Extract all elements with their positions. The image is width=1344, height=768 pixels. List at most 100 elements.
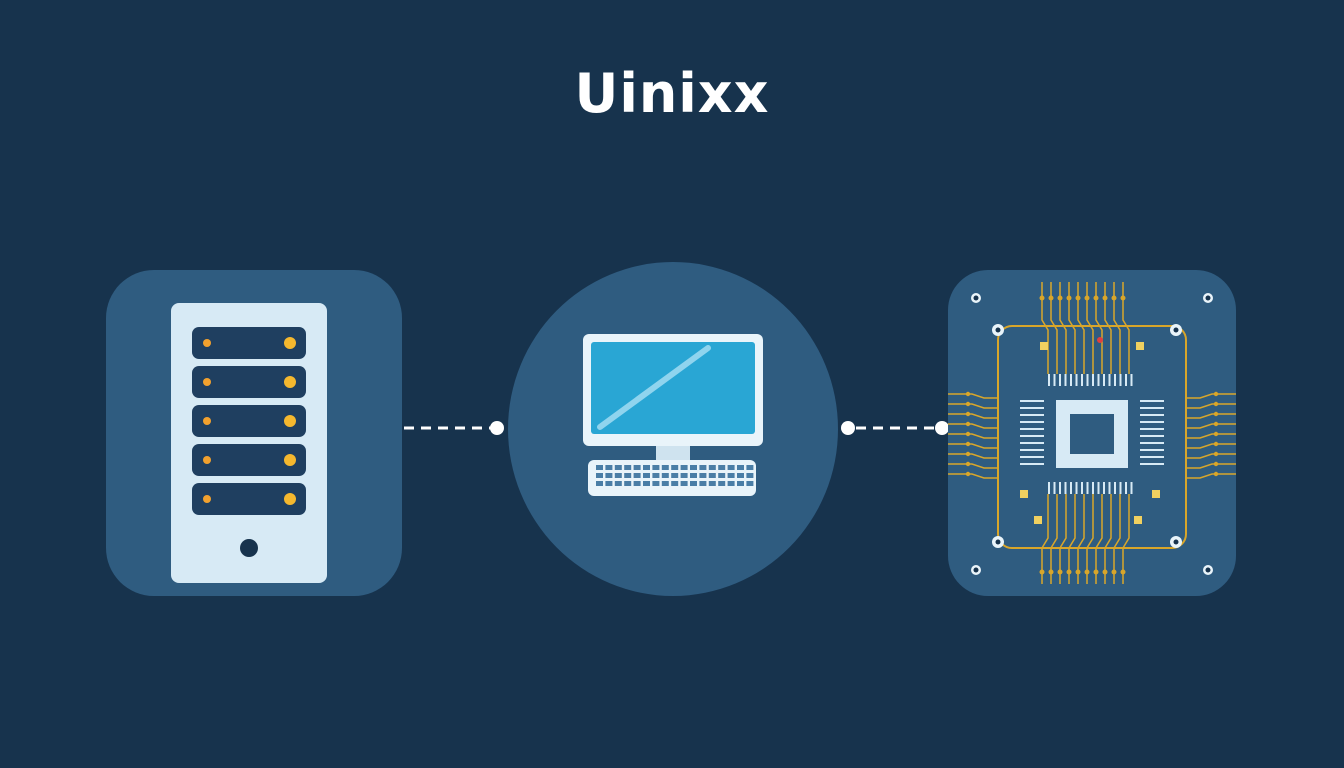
circuit-trace bbox=[1086, 282, 1094, 374]
keyboard-key bbox=[661, 473, 669, 478]
trace-pad bbox=[1120, 295, 1126, 301]
circuit-trace bbox=[1186, 403, 1236, 409]
circuit-trace bbox=[1077, 282, 1085, 374]
trace-pad bbox=[1084, 569, 1090, 575]
trace-pad bbox=[1111, 295, 1117, 301]
keyboard-key bbox=[718, 465, 726, 470]
chip-pin bbox=[1092, 482, 1094, 494]
circuit-trace bbox=[1186, 423, 1236, 429]
keyboard-key bbox=[708, 473, 716, 478]
keyboard-key bbox=[746, 473, 754, 478]
chip-pin bbox=[1020, 449, 1044, 451]
chip-pin bbox=[1020, 463, 1044, 465]
trace-pad bbox=[965, 461, 971, 467]
trace-pad bbox=[1213, 391, 1219, 397]
circuit-trace bbox=[1104, 494, 1112, 584]
trace-pad bbox=[1213, 451, 1219, 457]
mounting-hole-center bbox=[973, 295, 979, 301]
keyboard-key bbox=[624, 465, 632, 470]
keyboard-key bbox=[652, 465, 660, 470]
chip-pin bbox=[1130, 374, 1133, 386]
chip-pin bbox=[1119, 374, 1122, 386]
circuit-trace bbox=[1059, 282, 1067, 374]
circuit-trace bbox=[948, 423, 998, 429]
chip-pin bbox=[1020, 428, 1044, 430]
trace-pad bbox=[965, 471, 971, 477]
chip-pin bbox=[1086, 374, 1089, 386]
keyboard-key bbox=[643, 481, 650, 486]
chip-pin bbox=[1092, 374, 1094, 386]
server-led-left bbox=[203, 378, 211, 386]
keyboard-key bbox=[671, 465, 679, 470]
trace-pad bbox=[1111, 569, 1117, 575]
keyboard-key bbox=[727, 465, 735, 470]
trace-pad bbox=[1066, 569, 1072, 575]
chip-pin bbox=[1140, 449, 1164, 451]
chip-pin bbox=[1130, 482, 1133, 494]
monitor-stand bbox=[656, 446, 690, 460]
chip-pin bbox=[1108, 482, 1111, 494]
chip-pin bbox=[1020, 442, 1044, 444]
trace-pad bbox=[965, 401, 971, 407]
server-unit bbox=[192, 366, 306, 398]
chip-pin bbox=[1140, 463, 1164, 465]
server-rack-icon bbox=[171, 303, 327, 583]
circuit-trace bbox=[1086, 494, 1094, 584]
keyboard-key bbox=[633, 481, 641, 486]
circuit-trace bbox=[948, 473, 998, 479]
desktop-computer-icon bbox=[583, 334, 763, 496]
chip-pin bbox=[1020, 435, 1044, 437]
keyboard-key bbox=[596, 473, 603, 478]
server-led-right bbox=[284, 415, 296, 427]
chip-pin bbox=[1140, 435, 1164, 437]
keyboard-key bbox=[737, 465, 744, 470]
circuit-trace bbox=[948, 413, 998, 419]
trace-pad bbox=[965, 451, 971, 457]
server-led-right bbox=[284, 454, 296, 466]
circuit-trace bbox=[1104, 282, 1112, 374]
mounting-hole-center bbox=[1205, 295, 1211, 301]
board-component bbox=[1152, 490, 1160, 498]
trace-pad bbox=[1102, 295, 1108, 301]
chip-pin bbox=[1140, 456, 1164, 458]
chip-pin bbox=[1140, 407, 1164, 409]
keyboard-key bbox=[699, 465, 707, 470]
trace-pad bbox=[1213, 431, 1219, 437]
server-led-left bbox=[203, 456, 211, 464]
circuit-trace bbox=[948, 443, 998, 449]
chip-pin bbox=[1020, 407, 1044, 409]
keyboard-key bbox=[614, 465, 622, 470]
mounting-hole-center bbox=[1173, 327, 1179, 333]
chip-pin bbox=[1097, 374, 1100, 386]
trace-pad bbox=[1075, 569, 1081, 575]
keyboard-key bbox=[633, 473, 641, 478]
circuit-trace bbox=[948, 403, 998, 409]
keyboard-key bbox=[671, 473, 679, 478]
keyboard-key bbox=[680, 465, 688, 470]
trace-pad bbox=[1048, 569, 1054, 575]
circuit-trace bbox=[1186, 453, 1236, 459]
circuit-trace bbox=[1041, 282, 1049, 374]
board-component bbox=[1034, 516, 1042, 524]
keyboard-key bbox=[690, 473, 697, 478]
server-unit bbox=[192, 483, 306, 515]
chip-pin bbox=[1114, 482, 1116, 494]
circuit-trace bbox=[1068, 282, 1076, 374]
trace-pad bbox=[1039, 569, 1045, 575]
monitor-screen bbox=[591, 342, 755, 434]
trace-pad bbox=[965, 391, 971, 397]
keyboard-key bbox=[727, 481, 735, 486]
keyboard-key bbox=[718, 473, 726, 478]
computer-node bbox=[508, 262, 838, 596]
circuit-trace bbox=[1113, 282, 1121, 374]
circuit-trace bbox=[948, 453, 998, 459]
circuit-board-chip-icon bbox=[948, 282, 1236, 584]
trace-pad bbox=[965, 431, 971, 437]
keyboard-key bbox=[661, 465, 669, 470]
keyboard-key bbox=[661, 481, 669, 486]
chip-pin bbox=[1048, 482, 1050, 494]
chip-pin bbox=[1086, 482, 1089, 494]
keyboard-key bbox=[708, 465, 716, 470]
chip-pin bbox=[1020, 414, 1044, 416]
chip-die bbox=[1070, 414, 1114, 454]
